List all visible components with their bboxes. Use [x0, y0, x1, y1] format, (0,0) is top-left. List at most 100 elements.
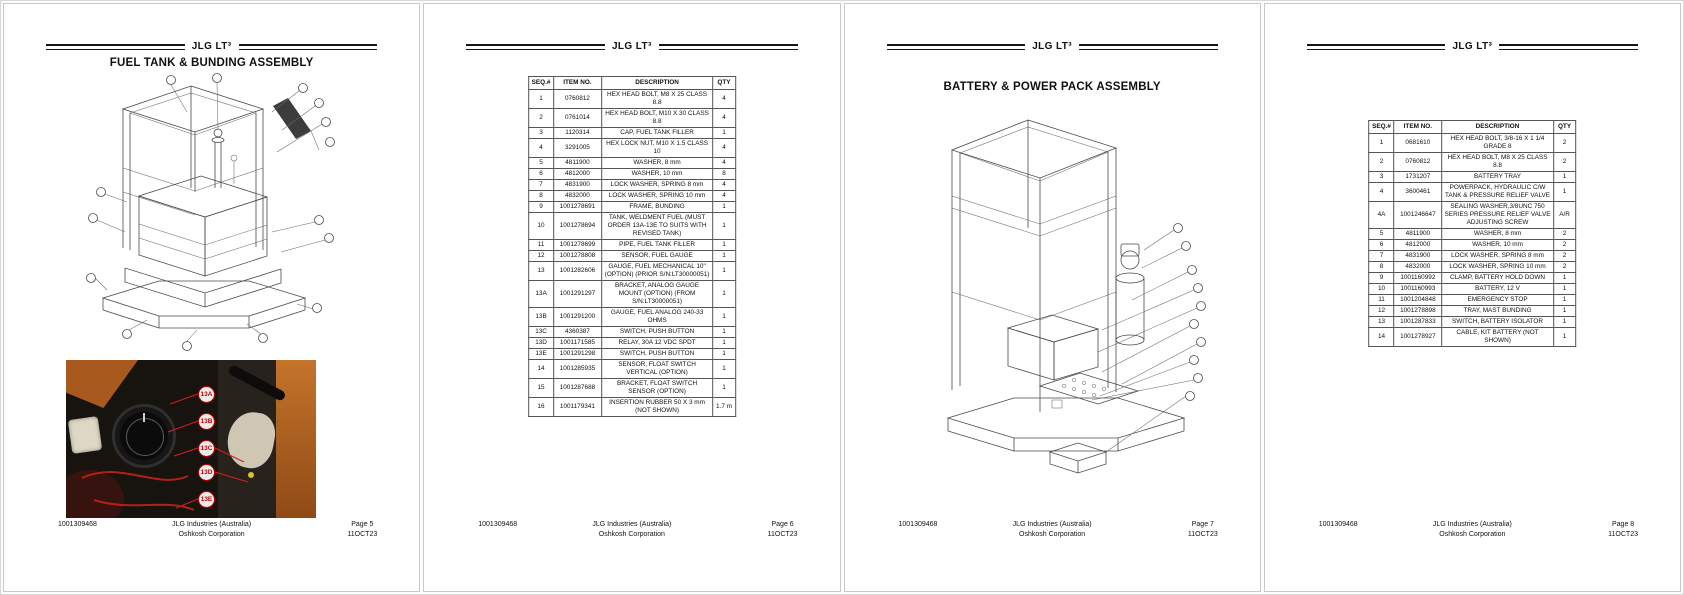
page-number-block: Page 5 11OCT23 [347, 520, 377, 540]
page-title: FUEL TANK & BUNDING ASSEMBLY [109, 57, 314, 69]
table-cell: 4832000 [1393, 261, 1443, 273]
table-cell: 4 [712, 138, 736, 158]
column-header: QTY [1552, 120, 1577, 134]
table-cell: SENSOR, FLOAT SWITCH VERTICAL (OPTION) [600, 359, 714, 379]
table-cell: 1 [1552, 272, 1577, 284]
table-cell: BATTERY, 12 V [1441, 283, 1554, 295]
page-number: Page 6 [771, 521, 794, 528]
table-cell: 4 [1368, 182, 1395, 202]
table-cell: 1 [712, 378, 736, 398]
company-parent: Oshkosh Corporation [1019, 531, 1086, 539]
table-cell: 3600461 [1393, 182, 1443, 202]
table-cell: WASHER, 8 mm [1441, 228, 1554, 240]
table-cell: 1 [1552, 327, 1577, 347]
page-footer: 1001309468 JLG Industries (Australia) Os… [424, 520, 839, 544]
company-name: JLG Industries (Australia) [172, 521, 252, 528]
page-5: JLG LT³ FUEL TANK & BUNDING ASSEMBLY [3, 3, 421, 592]
table-cell: 1 [528, 89, 555, 109]
table-cell: 15 [528, 378, 555, 398]
table-cell: 6 [1368, 239, 1395, 251]
page-footer: 1001309468 JLG Industries (Australia) Os… [1265, 520, 1680, 544]
table-cell: 1001291200 [553, 307, 602, 327]
table-cell: 1001287833 [1393, 316, 1443, 328]
page-title: BATTERY & POWER PACK ASSEMBLY [943, 81, 1161, 93]
table-cell: 12 [528, 250, 555, 262]
table-cell: 1001160993 [1393, 283, 1443, 295]
table-cell: LOCK WASHER, SPRING 10 mm [1441, 261, 1554, 273]
table-cell: 2 [1368, 152, 1395, 172]
table-cell: WASHER, 8 mm [600, 157, 714, 169]
table-cell: WASHER, 10 mm [600, 168, 714, 180]
page-number: Page 8 [1611, 521, 1635, 528]
table-cell: TANK, WELDMENT FUEL (MUST ORDER 13A-13E … [600, 212, 714, 240]
table-cell: 1.7 m [712, 397, 736, 417]
table-cell: 1001171585 [553, 337, 602, 349]
company-info: JLG Industries (Australia) Oshkosh Corpo… [424, 520, 839, 540]
table-cell: A/R [1552, 201, 1577, 229]
page-number-block: Page 8 11OCT23 [1608, 520, 1638, 540]
column-header: QTY [712, 76, 736, 90]
company-info: JLG Industries (Australia) Oshkosh Corpo… [845, 520, 1260, 540]
revision-date: 11OCT23 [347, 531, 378, 539]
table-cell: 13D [528, 337, 555, 349]
table-cell: HEX LOCK NUT, M10 X 1.5 CLASS 10 [600, 138, 714, 158]
page-header: JLG LT³ [886, 41, 1218, 52]
table-cell: LOCK WASHER, SPRING 8 mm [1441, 250, 1554, 262]
table-cell: 2 [1552, 261, 1577, 273]
table-cell: SWITCH, BATTERY ISOLATOR [1441, 316, 1554, 328]
table-cell: 1 [712, 307, 736, 327]
table-cell: GAUGE, FUEL ANALOG 240-33 OHMS [600, 307, 714, 327]
table-cell: 9 [1368, 272, 1395, 284]
table-cell: SWITCH, PUSH BUTTON [600, 326, 714, 338]
header-rule-right [1499, 43, 1638, 50]
table-cell: 1 [712, 326, 736, 338]
gauge-face [126, 418, 164, 456]
company-name: JLG Industries (Australia) [592, 521, 672, 528]
page-header: JLG LT³ [1306, 41, 1638, 52]
table-cell: 1001278808 [553, 250, 602, 262]
company-parent: Oshkosh Corporation [178, 531, 245, 539]
page-header: JLG LT³ [46, 41, 378, 52]
revision-date: 11OCT23 [1187, 531, 1218, 539]
relay-component [67, 416, 103, 454]
brand-logo: JLG LT³ [1452, 41, 1493, 52]
detail-photo-strip: 13A 13B 13C 13D 13E [66, 360, 316, 518]
table-cell: 4832000 [553, 190, 602, 202]
table-cell: 1 [1552, 171, 1577, 183]
bracket-component [223, 408, 279, 472]
table-cell: GAUGE, FUEL MECHANICAL 10" (OPTION) (PRI… [600, 261, 714, 281]
table-cell: 4812000 [553, 168, 602, 180]
table-cell: 4811900 [553, 157, 602, 169]
table-cell: 3 [528, 127, 555, 139]
callout-13b: 13B [198, 413, 215, 430]
table-cell: 1001246647 [1393, 201, 1443, 229]
shadow-area [66, 470, 124, 518]
table-cell: 1120314 [553, 127, 602, 139]
table-cell: INSERTION RUBBER 50 X 3 mm (NOT SHOWN) [600, 397, 714, 417]
fuel-tank-exploded-drawing [85, 73, 335, 351]
document-number: 1001309468 [1318, 521, 1358, 528]
table-cell: 1 [712, 348, 736, 360]
table-cell: HEX HEAD BOLT, M8 X 25 CLASS 8.8 [1441, 152, 1554, 172]
table-cell: PIPE, FUEL TANK FILLER [600, 239, 714, 251]
table-cell: 12 [1368, 305, 1395, 317]
table-cell: 1 [1552, 305, 1577, 317]
table-cell: 4 [712, 179, 736, 191]
column-header: SEQ.# [1368, 120, 1395, 134]
table-cell: SENSOR, FUEL GAUGE [600, 250, 714, 262]
